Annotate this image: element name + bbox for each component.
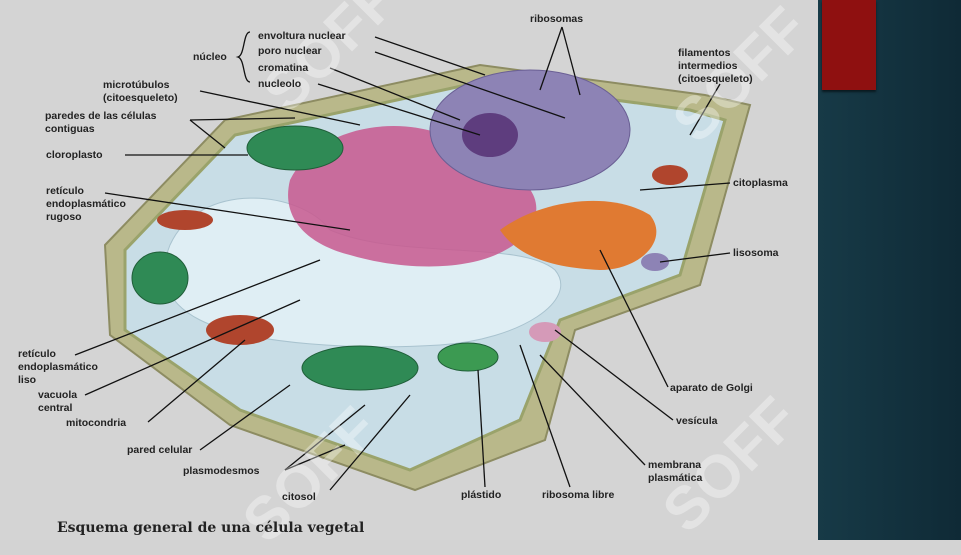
label-nucleo: núcleo [193, 51, 227, 63]
label-lisosoma: lisosoma [733, 247, 779, 259]
label-line: rugoso [46, 211, 82, 223]
label-vacuola: vacuola central [38, 389, 77, 415]
vesicle [529, 322, 561, 342]
label-paredes: paredes de las células contiguas [45, 110, 156, 136]
label-citoplasma: citoplasma [733, 177, 788, 189]
label-line: retículo [46, 185, 84, 197]
side-panel [818, 0, 961, 540]
mitochondrion [652, 165, 688, 185]
label-rel: retículo endoplasmático liso [18, 348, 98, 387]
label-ribosomas: ribosomas [530, 13, 584, 25]
lysosome [641, 253, 669, 271]
label-citosol: citosol [282, 491, 316, 503]
label-line: intermedios [678, 60, 738, 72]
label-line: endoplasmático [46, 198, 126, 210]
label-filamentos: filamentos intermedios (citoesqueleto) [678, 47, 753, 86]
label-microtubulos: microtúbulos (citoesqueleto) [103, 79, 178, 105]
chloroplast [131, 251, 189, 305]
label-golgi: aparato de Golgi [670, 382, 753, 394]
label-line: microtúbulos [103, 79, 170, 91]
label-line: plasmática [648, 472, 703, 484]
label-mitocondria: mitocondria [66, 417, 127, 429]
label-cromatina: cromatina [258, 62, 309, 74]
chloroplast [301, 345, 419, 391]
label-line: (citoesqueleto) [678, 73, 753, 85]
label-line: filamentos [678, 47, 731, 59]
plant-cell-diagram [74, 26, 752, 492]
label-rer: retículo endoplasmático rugoso [46, 185, 126, 224]
label-line: liso [18, 374, 37, 386]
plastid [437, 342, 499, 372]
diagram-caption: Esquema general de una célula vegetal [57, 520, 365, 536]
label-line: paredes de las células [45, 110, 157, 122]
label-envoltura-nuclear: envoltura nuclear [258, 30, 346, 42]
label-plasmodesmos: plasmodesmos [183, 465, 260, 477]
leader-lines [74, 26, 731, 491]
label-line: central [38, 402, 73, 414]
label-line: retículo [18, 348, 56, 360]
label-membrana: membrana plasmática [648, 459, 702, 485]
accent-bar [822, 0, 876, 90]
chloroplast [246, 125, 344, 171]
nucleolus [462, 113, 518, 157]
nucleus [429, 69, 631, 191]
label-line: membrana [648, 459, 702, 471]
label-line: (citoesqueleto) [103, 92, 178, 104]
label-vesicula: vesícula [676, 415, 718, 427]
label-pared-celular: pared celular [127, 444, 193, 456]
label-nucleolo: nucleolo [258, 78, 302, 90]
mitochondrion [157, 210, 213, 230]
label-line: vacuola [38, 389, 78, 401]
label-line: endoplasmático [18, 361, 98, 373]
label-ribosoma-libre: ribosoma libre [542, 489, 615, 501]
label-plastido: plástido [461, 489, 502, 501]
label-poro-nuclear: poro nuclear [258, 45, 322, 57]
label-line: contiguas [45, 123, 95, 135]
label-cloroplasto: cloroplasto [46, 149, 103, 161]
golgi-apparatus [500, 200, 657, 270]
mitochondrion [206, 315, 274, 345]
